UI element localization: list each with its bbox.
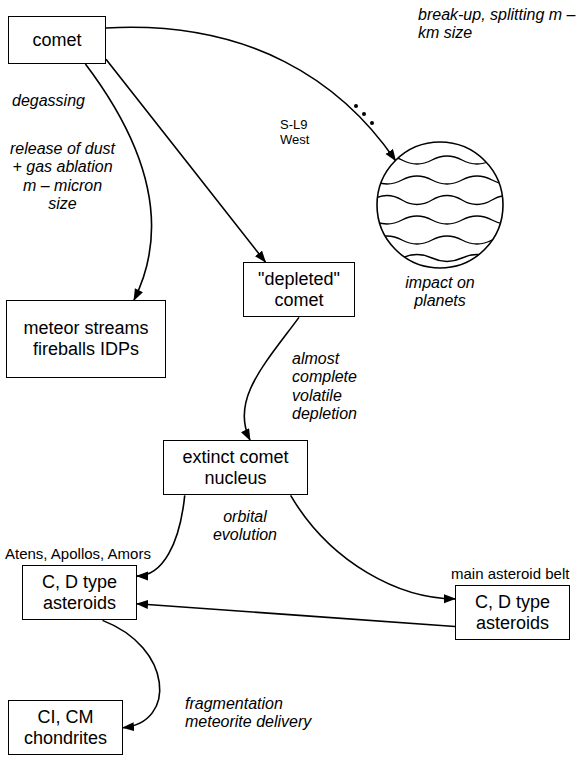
box-label: C, D type asteroids [465, 592, 560, 633]
box-label: comet [32, 30, 81, 51]
chondrite-box: CI, CM chondrites [8, 700, 123, 755]
box-label: "depleted" comet [253, 269, 345, 310]
flow-arrow [291, 495, 455, 598]
planet-circle: impact on planets [375, 140, 505, 270]
box-label: extinct comet nucleus [173, 447, 298, 488]
box-label: meteor streams fireballs IDPs [23, 318, 149, 359]
meteor-box: meteor streams fireballs IDPs [6, 300, 166, 378]
flow-arrow [137, 604, 455, 627]
extinct-nucleus-box: extinct comet nucleus [163, 440, 308, 495]
belt-asteroid-box: main asteroid beltC, D type asteroids [455, 585, 570, 640]
box-label: CI, CM chondrites [18, 707, 113, 748]
comet-box: comet [8, 16, 106, 64]
edge-label: fragmentation meteorite delivery [185, 695, 335, 732]
flow-arrow [106, 59, 265, 262]
flow-arrow [106, 27, 395, 160]
flow-arrow [137, 495, 185, 576]
near-earth-asteroid-box: Atens, Apollos, AmorsC, D type asteroids [22, 565, 137, 620]
process-label: orbital evolution [207, 508, 283, 545]
planet-bands [372, 156, 522, 262]
region-heading: main asteroid belt [451, 565, 569, 582]
edge-label: almost complete volatile depletion [292, 350, 382, 424]
process-note: release of dust + gas ablation m – micro… [10, 140, 115, 214]
edge-label: break-up, splitting m – km size [418, 6, 583, 43]
planet-outline [375, 140, 505, 270]
box-label: C, D type asteroids [32, 572, 127, 613]
depleted-comet-box: "depleted" comet [243, 262, 355, 317]
edge-label: degassing [12, 92, 102, 110]
flow-arrow [244, 317, 299, 440]
comet-name-note: S-L9 West [280, 118, 322, 148]
region-heading: Atens, Apollos, Amors [5, 545, 151, 562]
planet-caption: impact on planets [395, 274, 485, 311]
